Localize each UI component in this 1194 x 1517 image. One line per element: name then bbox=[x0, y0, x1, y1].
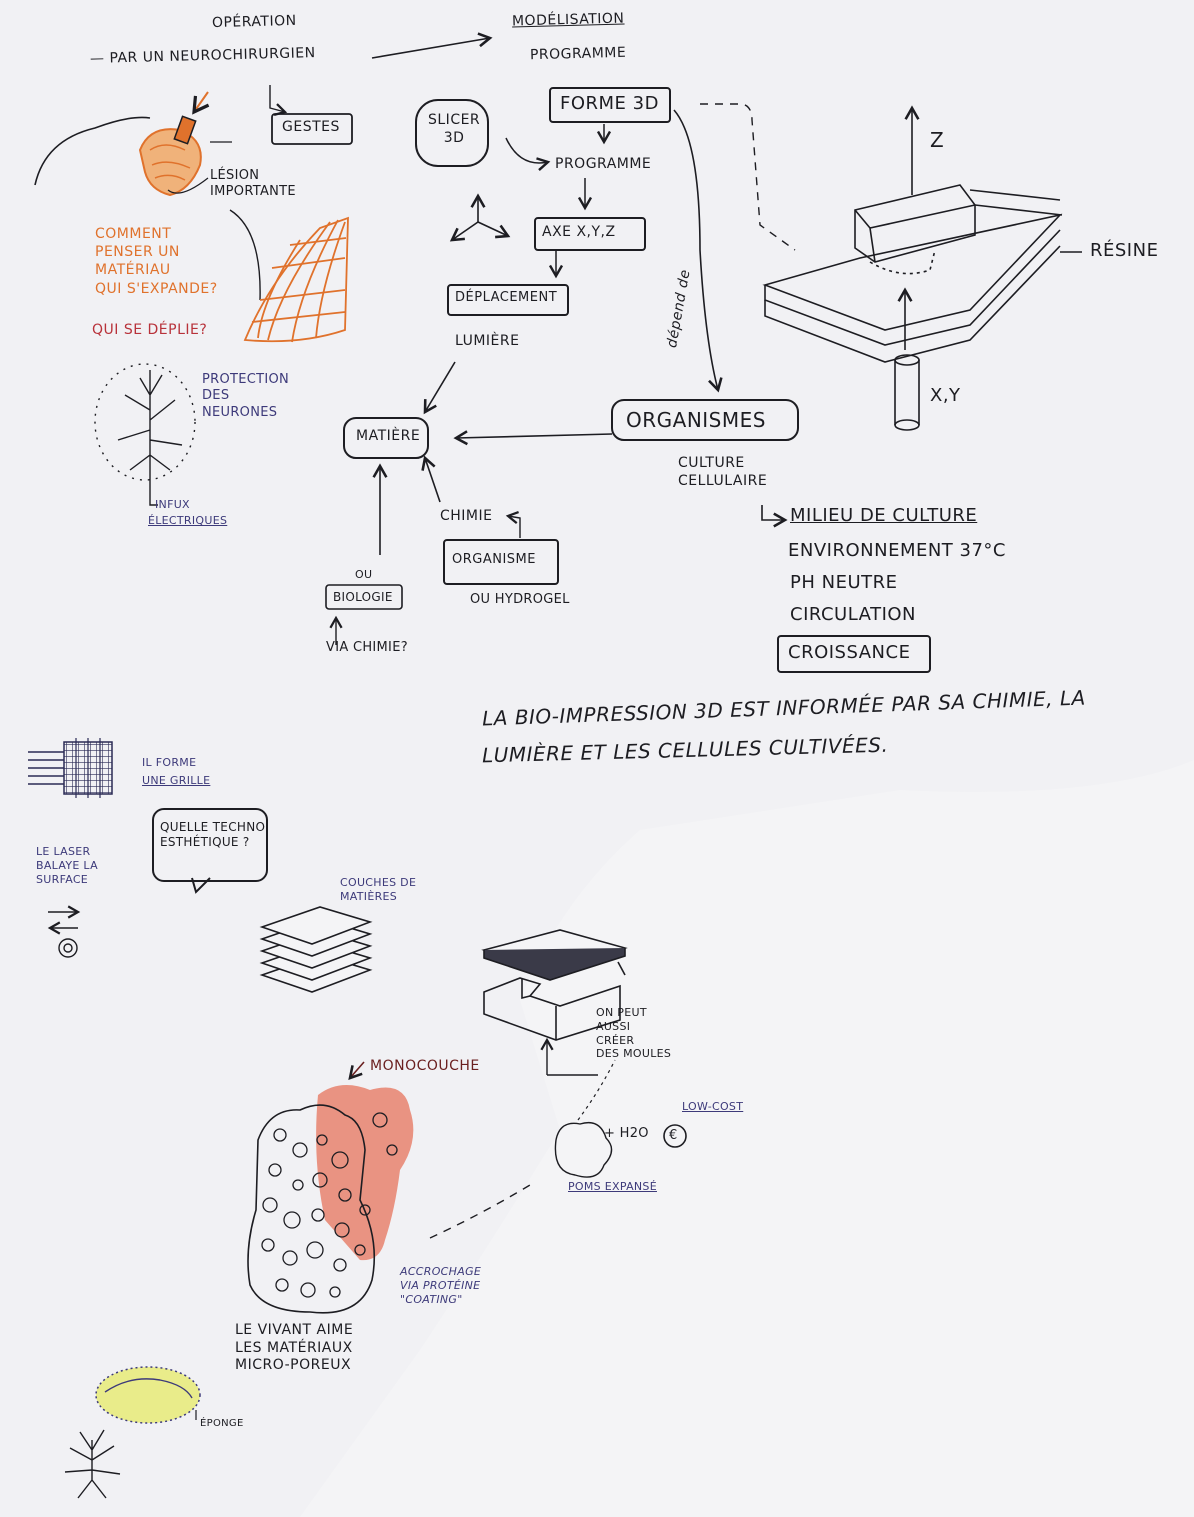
influx-label: INFUX bbox=[155, 498, 190, 511]
moules-label: ON PEUT AUSSI CRÉER DES MOULES bbox=[596, 1006, 672, 1061]
poms-blob bbox=[554, 1121, 613, 1178]
mould bbox=[481, 929, 628, 1041]
h2o-label: + H2O bbox=[604, 1126, 649, 1141]
pores bbox=[261, 1112, 398, 1298]
material-layers bbox=[259, 906, 373, 993]
slicer-label: SLICER 3D bbox=[428, 112, 481, 146]
electriques-label: ÉLECTRIQUES bbox=[148, 514, 228, 527]
instrument bbox=[173, 115, 197, 145]
accrochage-label: ACCROCHAGE VIA PROTÉINE "COATING" bbox=[400, 1265, 482, 1306]
laser-cylinder bbox=[894, 287, 920, 431]
croissance-node bbox=[777, 635, 931, 673]
matiere-node bbox=[343, 417, 429, 459]
eponge-label: ÉPONGE bbox=[200, 1418, 244, 1429]
speech-bubble bbox=[152, 808, 268, 882]
lowcost-label: LOW-COST bbox=[682, 1100, 744, 1113]
forme3d-node bbox=[549, 87, 671, 123]
organisme-label: ORGANISME bbox=[452, 552, 536, 567]
resine-label: RÉSINE bbox=[1090, 240, 1159, 261]
slicer-node bbox=[415, 99, 489, 167]
organismes-label: ORGANISMES bbox=[626, 408, 766, 432]
axe-node bbox=[534, 217, 646, 251]
programme-top-label: PROGRAMME bbox=[529, 44, 627, 64]
monocouche-label: MONOCOUCHE bbox=[370, 1058, 480, 1074]
couches-label: COUCHES DE MATIÈRES bbox=[340, 876, 417, 903]
porous-material bbox=[247, 1104, 376, 1314]
ou-hydrogel-label: OU HYDROGEL bbox=[470, 592, 570, 607]
resin-tray bbox=[762, 105, 1082, 363]
sponge bbox=[95, 1366, 201, 1424]
deplacement-node bbox=[447, 284, 569, 316]
vivant-label: LE VIVANT AIME LES MATÉRIAUX MICRO-POREU… bbox=[235, 1322, 354, 1373]
coral bbox=[64, 1429, 121, 1499]
culture-label: CULTURE CELLULAIRE bbox=[678, 455, 768, 489]
laser-label: LE LASER BALAYE LA SURFACE bbox=[36, 845, 98, 886]
forme3d-label: FORME 3D bbox=[560, 93, 659, 114]
organismes-node bbox=[611, 399, 799, 441]
biologie-node bbox=[325, 584, 403, 610]
deplie-question: QUI SE DÉPLIE? bbox=[92, 322, 208, 338]
via-chimie-label: VIA CHIMIE? bbox=[326, 640, 408, 655]
arrow-operation-modelisation bbox=[371, 32, 493, 59]
ph-label: PH NEUTRE bbox=[790, 572, 898, 593]
arrow-forme3d-organismes bbox=[673, 109, 723, 393]
gestes-label: GESTES bbox=[282, 119, 340, 135]
quelle-techno-label: QUELLE TECHNO ESTHÉTIQUE ? bbox=[160, 820, 266, 849]
circulation-label: CIRCULATION bbox=[790, 604, 917, 625]
grid-icon bbox=[28, 738, 113, 798]
deplacement-label: DÉPLACEMENT bbox=[455, 290, 558, 305]
environnement-label: ENVIRONNEMENT 37°C bbox=[788, 540, 1006, 561]
comment-question: COMMENT PENSER UN MATÉRIAU QUI S'EXPANDE… bbox=[95, 226, 218, 297]
matiere-label: MATIÈRE bbox=[356, 428, 421, 444]
euro-icon: € bbox=[669, 1128, 678, 1143]
spiral-icon bbox=[58, 938, 78, 958]
programme-label: PROGRAMME bbox=[555, 156, 652, 172]
biologie-label: BIOLOGIE bbox=[333, 590, 393, 604]
neuron bbox=[94, 363, 196, 506]
poms-label: POMS EXPANSÉ bbox=[568, 1180, 657, 1193]
milieu-label: MILIEU DE CULTURE bbox=[790, 505, 978, 526]
modelisation-label: MODÉLISATION bbox=[511, 10, 625, 30]
organisme-node bbox=[443, 539, 559, 585]
coating-shape bbox=[316, 1085, 414, 1261]
axes-icon bbox=[449, 193, 511, 242]
il-forme-label: IL FORME bbox=[142, 756, 197, 769]
expanding-mesh bbox=[243, 216, 349, 343]
ou-label: OU bbox=[355, 568, 373, 581]
gestes-node bbox=[271, 113, 353, 145]
lesion-label: LÉSION IMPORTANTE bbox=[210, 168, 296, 200]
xy-label: X,Y bbox=[930, 385, 961, 406]
brain-curve bbox=[34, 116, 151, 186]
z-axis-label: Z bbox=[930, 128, 945, 152]
operation-label: OPÉRATION bbox=[211, 12, 297, 32]
une-grille-label: UNE GRILLE bbox=[142, 774, 211, 787]
protection-label: PROTECTION DES NEURONES bbox=[202, 372, 290, 420]
lumiere-label: LUMIÈRE bbox=[455, 333, 520, 349]
axe-label: AXE X,Y,Z bbox=[542, 224, 616, 240]
arrow-to-gestes bbox=[269, 85, 288, 116]
croissance-label: CROISSANCE bbox=[788, 642, 911, 663]
chimie-label: CHIMIE bbox=[440, 508, 493, 524]
